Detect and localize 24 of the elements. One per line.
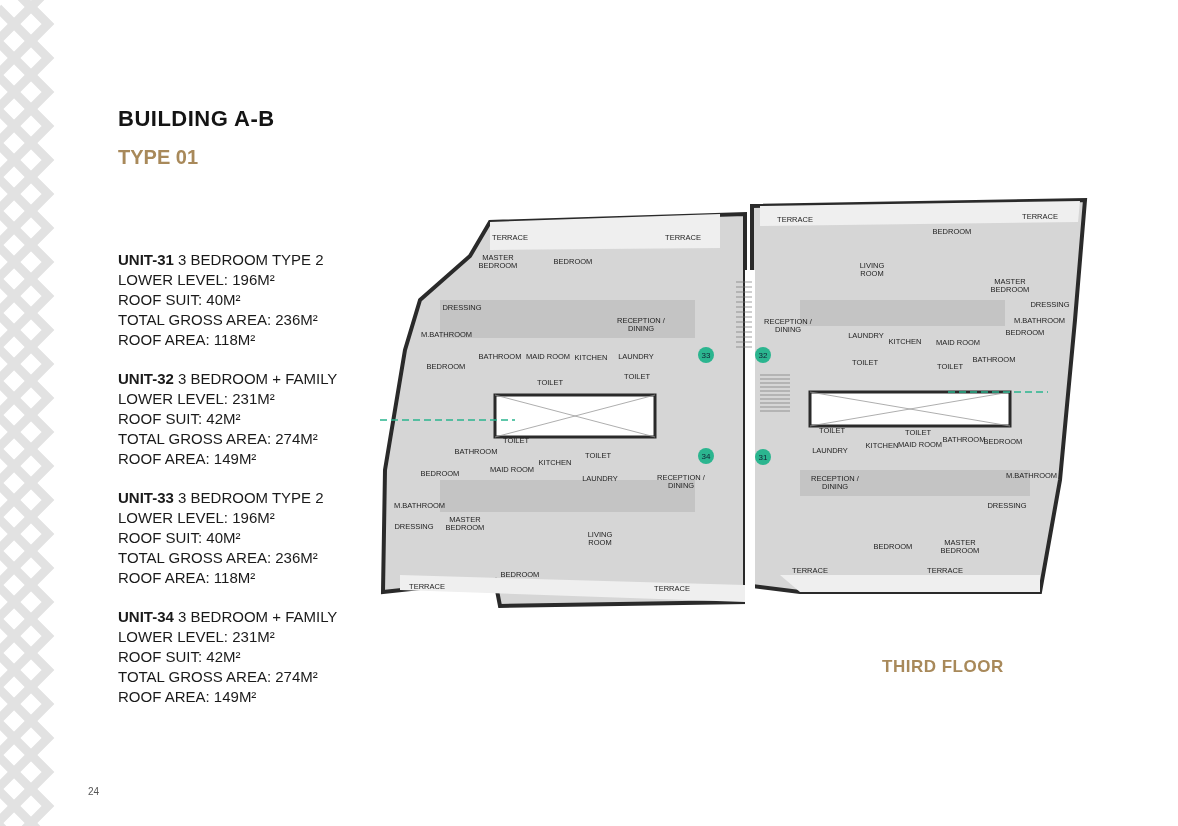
- type-subtitle: TYPE 01: [118, 146, 199, 169]
- unit-area-spec: ROOF AREA: 149M²: [118, 449, 258, 469]
- unit-area-spec: ROOF AREA: 118M²: [118, 568, 257, 588]
- unit-area-spec: TOTAL GROSS AREA: 236M²: [118, 310, 319, 330]
- page-number: 24: [88, 786, 100, 797]
- unit-heading: UNIT-31 3 BEDROOM TYPE 2: [118, 250, 325, 270]
- unit-area-spec: LOWER LEVEL: 231M²: [118, 389, 276, 409]
- unit-area-spec: ROOF SUIT: 42M²: [118, 647, 242, 667]
- unit-area-spec: ROOF SUIT: 42M²: [118, 409, 242, 429]
- unit-area-spec: LOWER LEVEL: 196M²: [118, 508, 276, 528]
- page-title: BUILDING A-B: [118, 106, 275, 132]
- unit-area-spec: ROOF SUIT: 40M²: [118, 528, 242, 548]
- unit-area-spec: LOWER LEVEL: 231M²: [118, 627, 276, 647]
- unit-area-spec: LOWER LEVEL: 196M²: [118, 270, 276, 290]
- unit-area-spec: ROOF AREA: 118M²: [118, 330, 257, 350]
- unit-area-spec: TOTAL GROSS AREA: 274M²: [118, 667, 319, 687]
- unit-heading: UNIT-34 3 BEDROOM + FAMILY: [118, 607, 339, 627]
- unit-area-spec: TOTAL GROSS AREA: 236M²: [118, 548, 319, 568]
- unit-area-spec: TOTAL GROSS AREA: 274M²: [118, 429, 319, 449]
- unit-heading: UNIT-32 3 BEDROOM + FAMILY: [118, 369, 339, 389]
- unit-area-spec: ROOF SUIT: 40M²: [118, 290, 242, 310]
- floor-label: THIRD FLOOR: [882, 657, 1004, 677]
- unit-heading: UNIT-33 3 BEDROOM TYPE 2: [118, 488, 325, 508]
- unit-area-spec: ROOF AREA: 149M²: [118, 687, 258, 707]
